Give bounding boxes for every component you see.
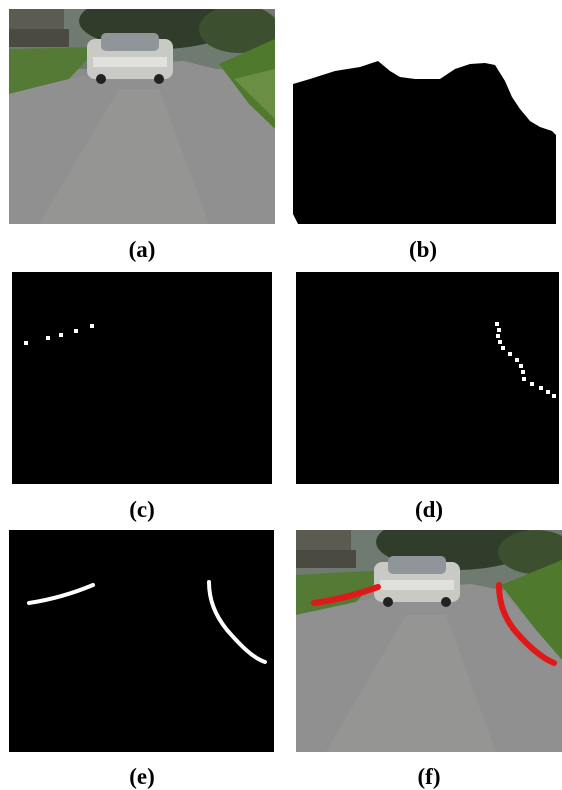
panel-f-overlay — [296, 530, 562, 752]
road-photo-image — [9, 9, 275, 224]
fitted-curves-image — [9, 530, 274, 752]
left-edge-points-image — [12, 272, 272, 484]
right-edge-points-image — [296, 272, 559, 484]
panel-c-label: (c) — [129, 497, 155, 522]
panel-d-right-edge-points — [296, 272, 559, 484]
panel-a-road-photo — [9, 9, 275, 224]
panel-b-road-mask — [290, 9, 556, 224]
panel-e-fitted-curves — [9, 530, 274, 752]
panel-c-left-edge-points — [12, 272, 272, 484]
panel-a-label: (a) — [128, 237, 156, 262]
panel-e-label: (e) — [129, 764, 155, 789]
panel-b-label: (b) — [408, 237, 438, 262]
panel-d-label: (d) — [414, 497, 444, 522]
road-mask-image — [290, 9, 556, 224]
overlay-image — [296, 530, 562, 752]
panel-f-label: (f) — [417, 764, 441, 789]
